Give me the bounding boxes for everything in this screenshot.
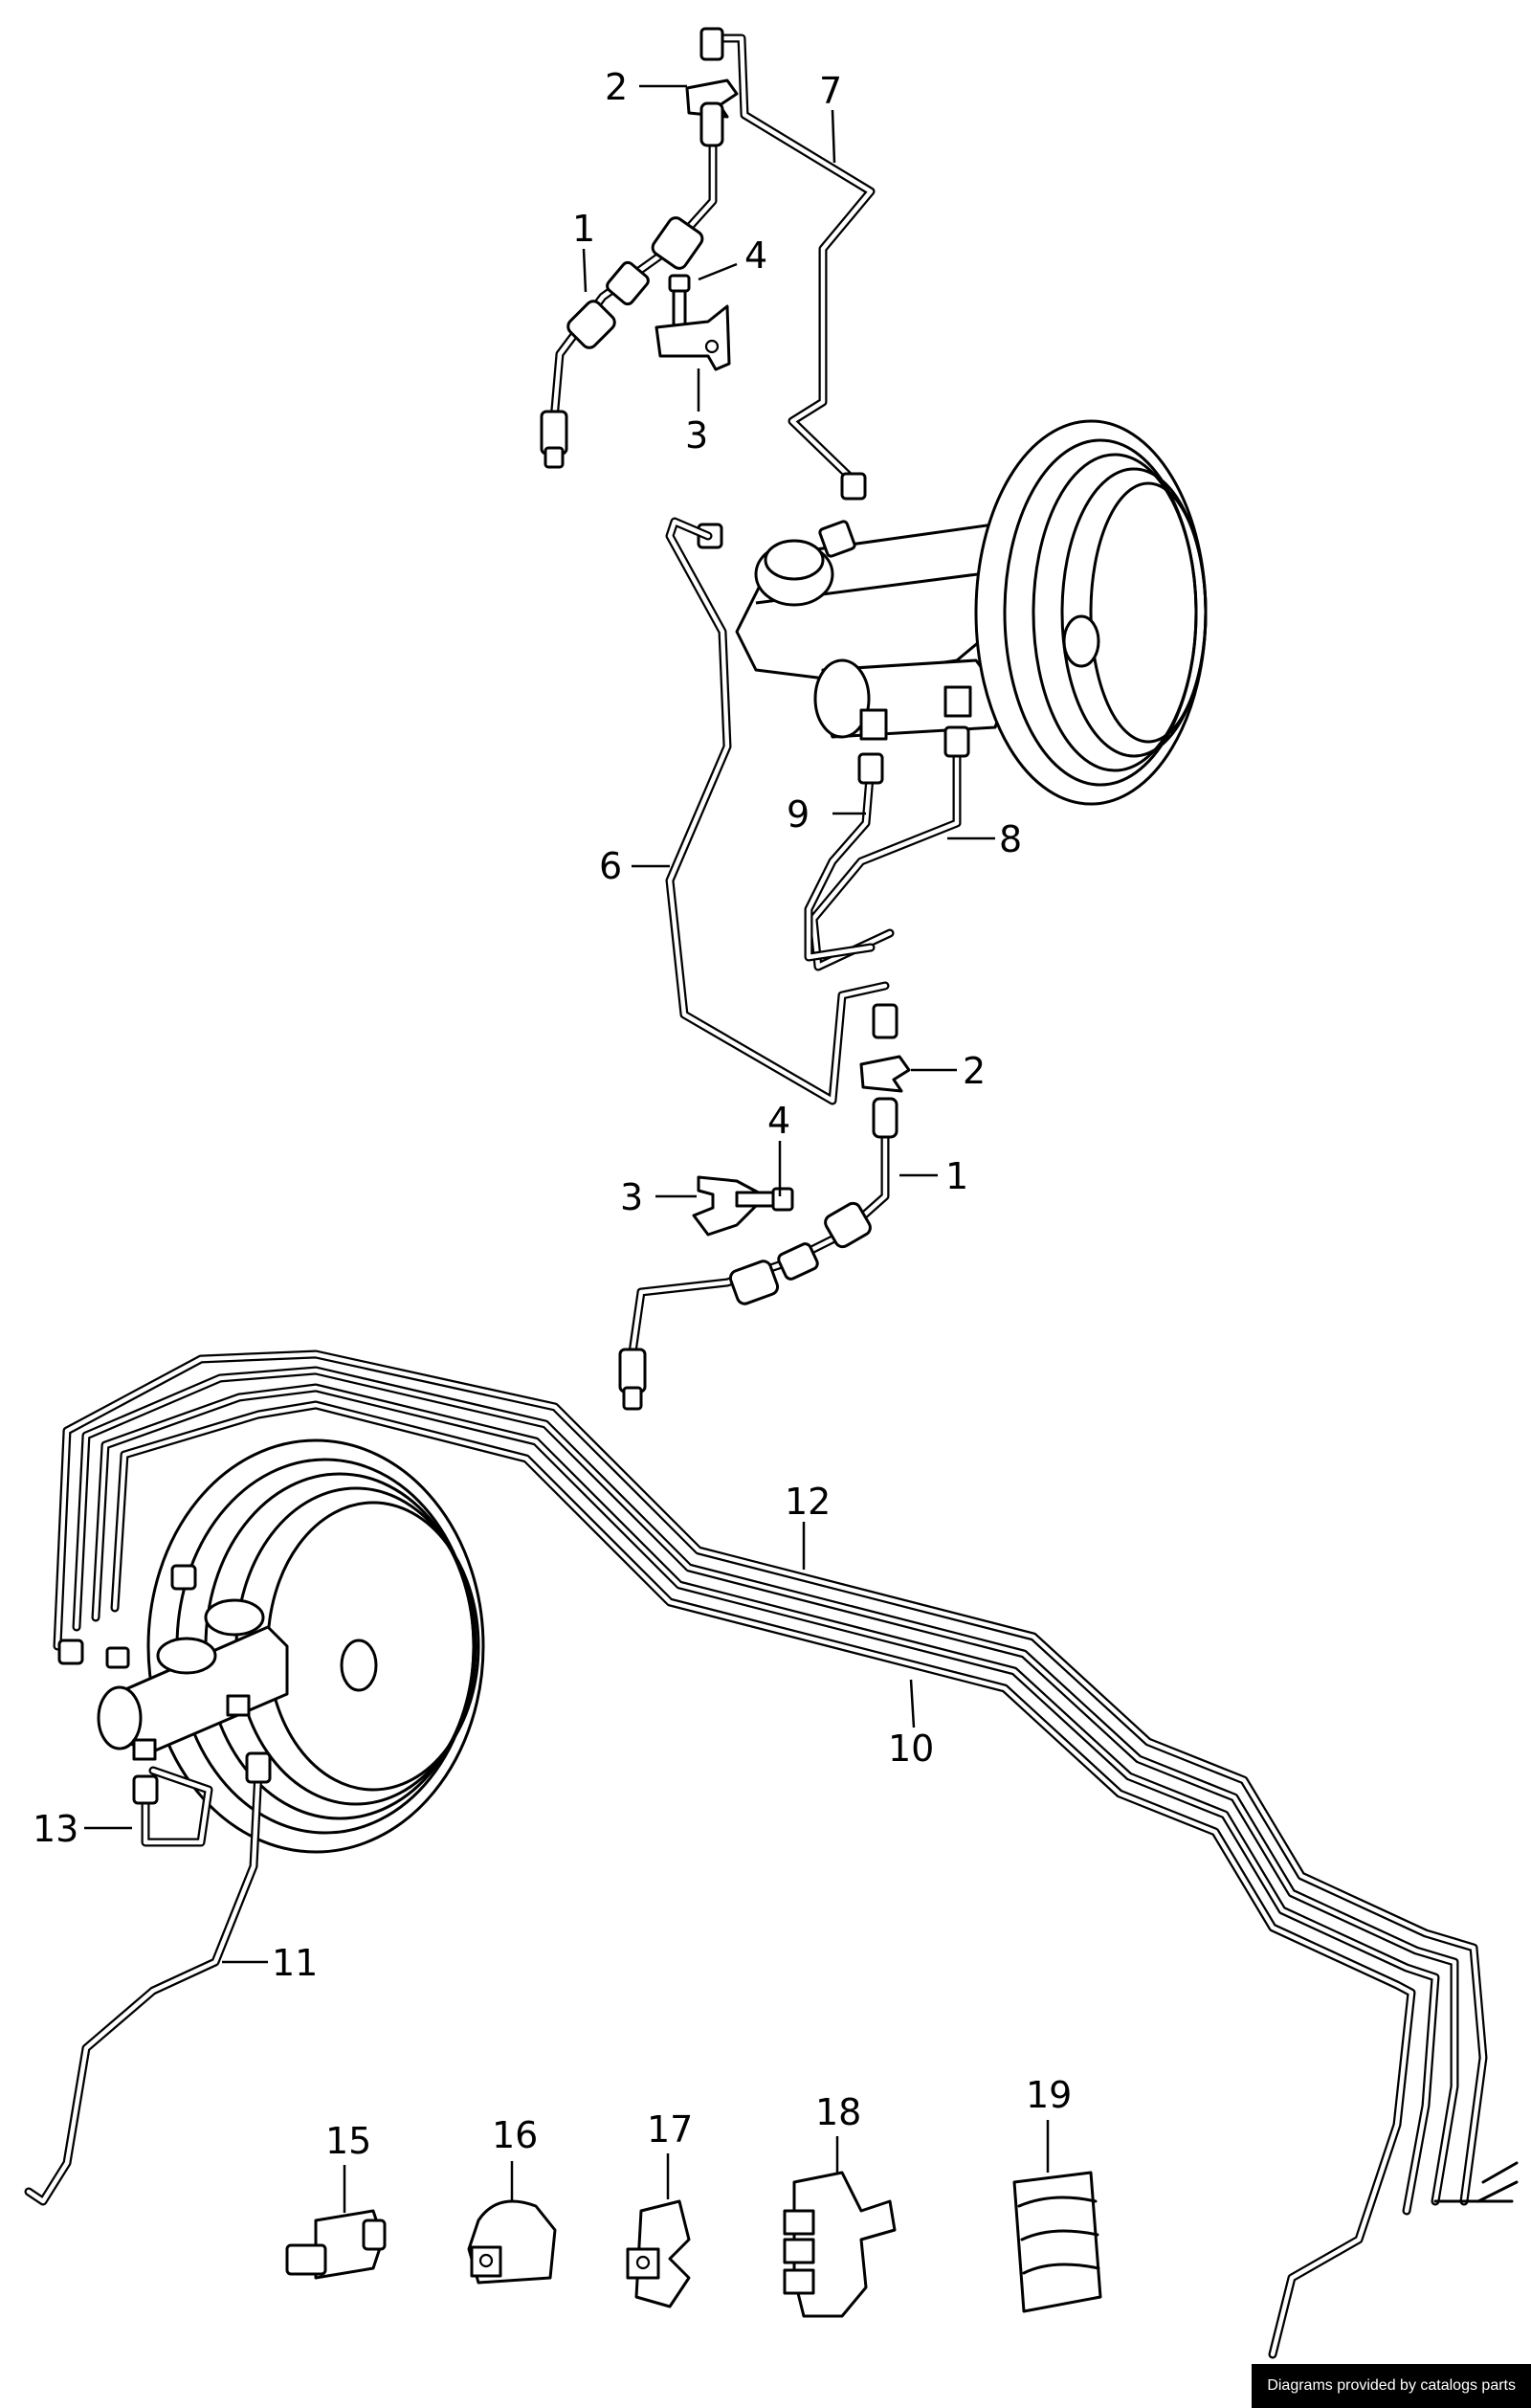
callout-4-upper: 4 [744,234,767,277]
bolt-4-lower [735,1187,794,1212]
fitting-line9 [857,752,884,785]
callout-16: 16 [492,2114,538,2156]
callout-3-upper: 3 [685,414,708,457]
callout-10: 10 [888,1728,934,1770]
brake-line-7 [708,33,876,483]
callout-3-lower: 3 [620,1176,643,1218]
callout-4-lower: 4 [767,1100,790,1142]
fitting-line8 [943,725,970,758]
bracket-3-upper [655,304,731,371]
brake-line-6 [665,517,890,1105]
callout-19: 19 [1026,2074,1072,2116]
fitting-line6-end [872,1003,899,1039]
callout-17: 17 [647,2108,693,2151]
brake-lines-10-12 [53,1349,1488,2359]
master-cylinder-lower [97,1598,289,1761]
brake-line-8 [809,742,962,971]
leader-lines [84,84,1050,2213]
bolt-4-upper [668,274,691,327]
callout-8: 8 [999,818,1022,860]
fitting-line7-end [840,472,867,501]
callout-1-lower: 1 [945,1155,968,1197]
callout-12: 12 [785,1481,831,1523]
clip-15 [285,2209,387,2280]
clip-17 [626,2199,691,2308]
fitting-lower-a [170,1564,197,1591]
callout-13: 13 [33,1808,78,1850]
lower-assembly [24,1349,1519,2359]
callout-6: 6 [599,845,622,887]
brake-booster-upper [974,419,1208,806]
callout-18: 18 [815,2091,861,2133]
fitting-top [699,27,724,61]
callout-15: 15 [325,2120,371,2162]
diagram-credit: Diagrams provided by catalogs parts [1252,2364,1531,2408]
callout-11: 11 [272,1942,318,1984]
clip-2-lower [859,1055,911,1093]
upper-assembly [540,27,1208,1411]
callout-labels: 2 7 1 4 3 9 8 6 2 4 1 3 12 10 13 11 15 1… [33,66,1072,2162]
brake-line-13 [132,1766,213,1847]
brake-hose-1-upper [540,101,724,469]
fitting-lower-b [57,1639,84,1665]
clip-18 [783,2171,897,2318]
callout-2-upper: 2 [605,66,628,108]
callout-2-lower: 2 [963,1050,986,1092]
brake-line-11 [24,1751,272,2206]
master-cylinder-upper [735,520,1026,741]
brake-line-9 [804,761,876,962]
clip-19 [1012,2171,1102,2313]
brake-hose-1-lower [618,1097,899,1411]
line-end-right-a [1476,2161,1519,2203]
callout-7: 7 [819,70,842,112]
callout-1-upper: 1 [572,208,595,250]
clip-16 [467,2199,557,2285]
callout-9: 9 [787,793,810,836]
